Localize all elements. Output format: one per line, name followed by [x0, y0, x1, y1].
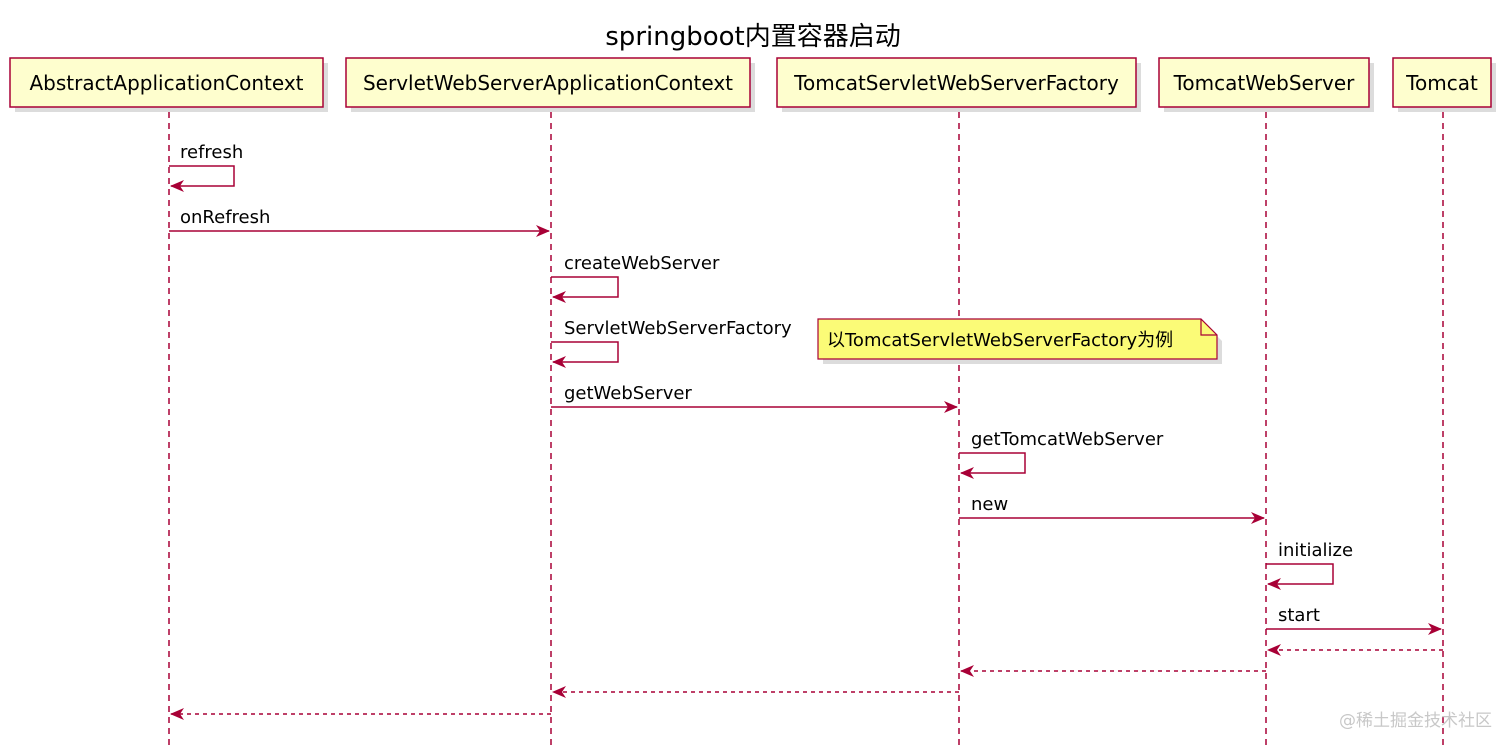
- participant-abstract: AbstractApplicationContext: [9, 57, 328, 112]
- message-onrefresh: onRefresh: [169, 207, 550, 237]
- watermark: @稀土掘金技术社区: [1339, 711, 1492, 731]
- diagram-title: springboot内置容器启动: [605, 22, 900, 52]
- message-getwebserver: getWebServer: [551, 383, 958, 413]
- participant-label: Tomcat: [1405, 71, 1478, 95]
- participant-tomcat: Tomcat: [1392, 57, 1496, 112]
- message-label: new: [971, 494, 1008, 515]
- message-refresh: refresh: [169, 142, 243, 192]
- participant-webserver: TomcatWebServer: [1158, 57, 1374, 112]
- message-label: createWebServer: [564, 253, 720, 274]
- lifelines: [168, 112, 1444, 745]
- message-new: new: [959, 494, 1265, 524]
- message-servletwebserverfactory: ServletWebServerFactory: [551, 318, 792, 368]
- participant-label: AbstractApplicationContext: [29, 71, 303, 95]
- participant-label: ServletWebServerApplicationContext: [363, 71, 733, 95]
- message-label: start: [1278, 605, 1320, 626]
- message-label: getTomcatWebServer: [971, 429, 1164, 450]
- message-label: ServletWebServerFactory: [564, 318, 792, 339]
- message-initialize: initialize: [1266, 540, 1353, 590]
- message-createwebserver: createWebServer: [551, 253, 720, 303]
- note: 以TomcatServletWebServerFactory为例: [817, 318, 1222, 364]
- message-label: onRefresh: [180, 207, 270, 228]
- message-gettomcatwebserver: getTomcatWebServer: [959, 429, 1164, 479]
- message-label: getWebServer: [564, 383, 692, 404]
- message-label: initialize: [1278, 540, 1353, 561]
- message-label: refresh: [180, 142, 243, 163]
- message-start: start: [1266, 605, 1442, 635]
- participant-label: TomcatWebServer: [1173, 71, 1356, 95]
- note-text: 以TomcatServletWebServerFactory为例: [827, 330, 1173, 351]
- participant-factory: TomcatServletWebServerFactory: [776, 57, 1141, 112]
- participant-label: TomcatServletWebServerFactory: [793, 71, 1119, 95]
- participant-servletctx: ServletWebServerApplicationContext: [345, 57, 755, 112]
